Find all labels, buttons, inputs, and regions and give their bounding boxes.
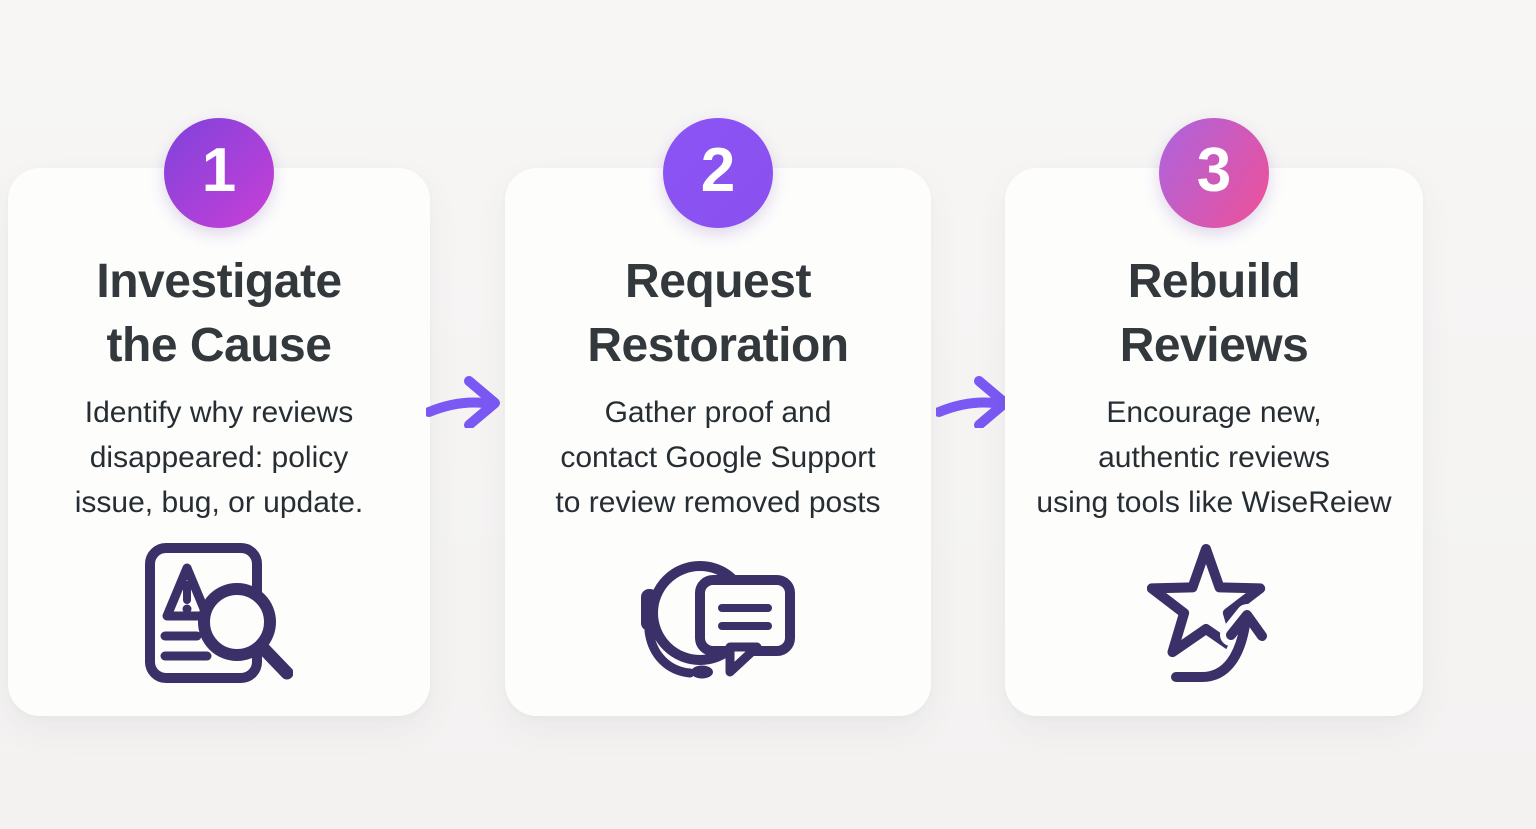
step-card-2: 2 Request Restoration Gather proof and c… bbox=[505, 118, 931, 716]
step-1-title: Investigate the Cause bbox=[96, 255, 342, 372]
step-3-description: Encourage new, authentic reviews using t… bbox=[1036, 396, 1392, 519]
arrow-right-icon bbox=[424, 368, 504, 430]
step-2-number: 2 bbox=[700, 136, 736, 205]
step-1-description: Identify why reviews disappeared: policy… bbox=[74, 396, 364, 519]
headset-chat-icon bbox=[638, 543, 798, 683]
step-2-description: Gather proof and contact Google Support … bbox=[555, 396, 881, 519]
step-card-3: 3 Rebuild Reviews Encourage new, authent… bbox=[1005, 118, 1423, 716]
step-card-1: 1 Investigate the Cause Identify why rev… bbox=[8, 118, 430, 716]
arrow-right-icon bbox=[934, 368, 1014, 430]
star-growth-icon bbox=[1146, 543, 1282, 688]
step-3-title: Rebuild Reviews bbox=[1119, 255, 1309, 372]
step-2-number-badge: 2 bbox=[663, 118, 773, 228]
step-2-title: Request Restoration bbox=[587, 255, 849, 372]
step-1-number-badge: 1 bbox=[164, 118, 274, 228]
step-1-number: 1 bbox=[201, 136, 237, 205]
document-warning-search-icon bbox=[145, 543, 293, 683]
step-3-number: 3 bbox=[1196, 136, 1232, 205]
step-3-number-badge: 3 bbox=[1159, 118, 1269, 228]
